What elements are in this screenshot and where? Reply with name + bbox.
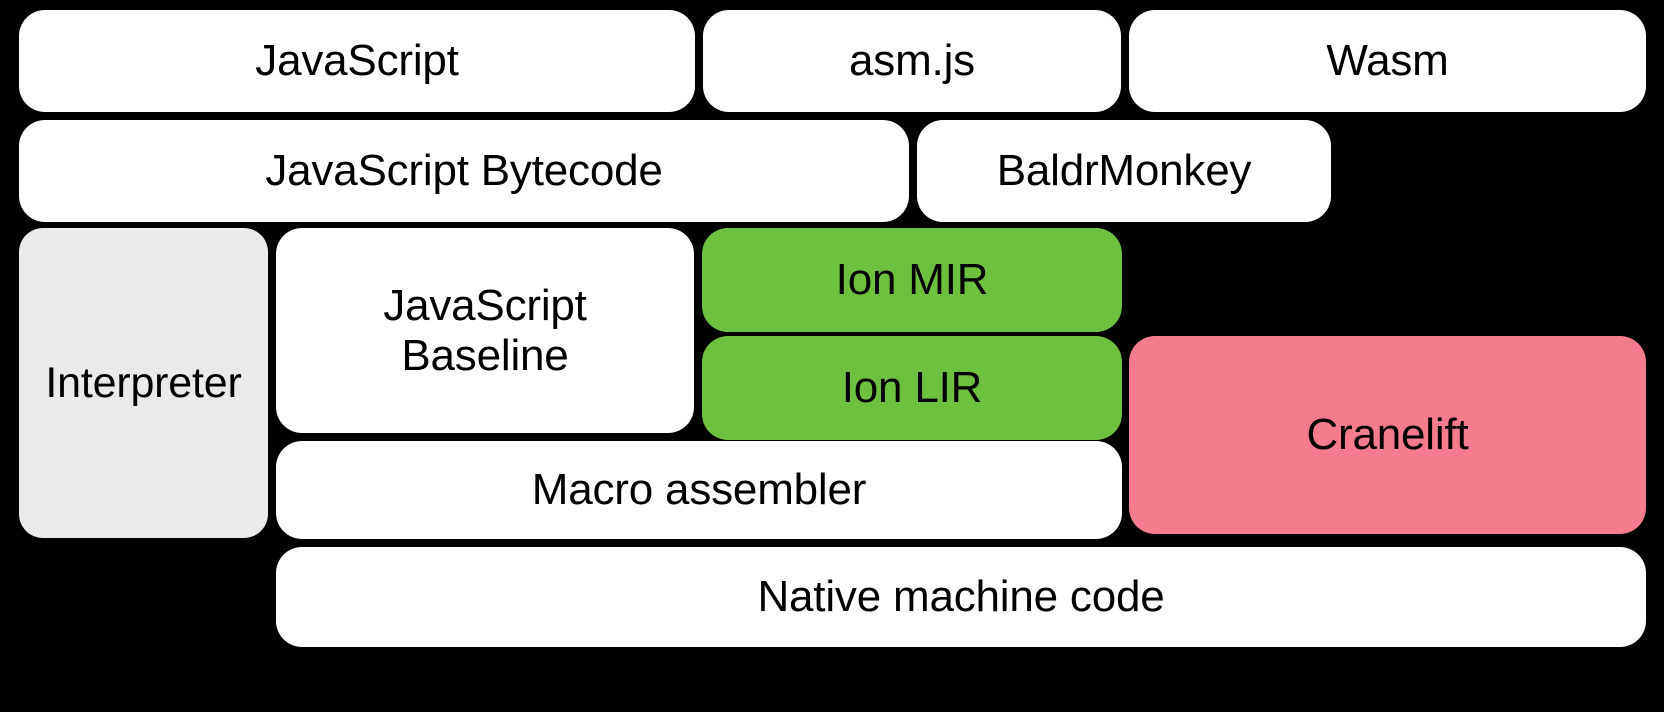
node-native-machine-code: Native machine code <box>276 547 1646 647</box>
node-interpreter: Interpreter <box>19 228 268 538</box>
node-wasm: Wasm <box>1129 10 1646 112</box>
node-ion-lir: Ion LIR <box>702 336 1122 440</box>
node-javascript-baseline: JavaScript Baseline <box>276 228 694 433</box>
node-javascript: JavaScript <box>19 10 695 112</box>
node-asmjs: asm.js <box>703 10 1121 112</box>
node-macro-assembler: Macro assembler <box>276 441 1122 539</box>
node-baldrmonkey: BaldrMonkey <box>917 120 1331 222</box>
node-cranelift: Cranelift <box>1129 336 1646 534</box>
node-javascript-bytecode: JavaScript Bytecode <box>19 120 909 222</box>
node-ion-mir: Ion MIR <box>702 228 1122 332</box>
